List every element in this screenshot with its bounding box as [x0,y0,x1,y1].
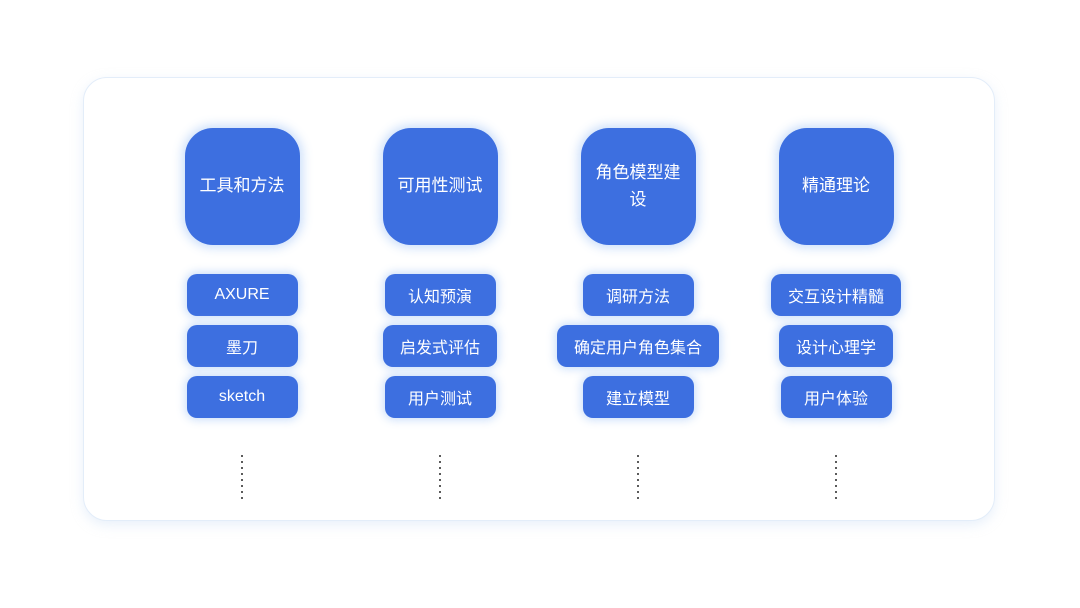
item-box-axure: AXURE [186,274,298,316]
dotted-continuation-line [835,455,837,500]
column-usability-testing: 可用性测试 认知预演 启发式评估 用户测试 [341,78,539,500]
column-tools-and-methods: 工具和方法 AXURE 墨刀 sketch [143,78,341,500]
category-box-persona-modeling: 角色模型建设 [580,128,696,245]
category-label: 可用性测试 [397,176,483,196]
category-label: 精通理论 [802,176,870,196]
dotted-continuation-line [241,455,243,500]
category-label: 角色模型建设 [595,163,681,209]
item-box-design-psychology: 设计心理学 [778,325,893,367]
column-persona-modeling: 角色模型建设 调研方法 确定用户角色集合 建立模型 [539,78,737,500]
item-box-build-model: 建立模型 [582,376,694,418]
mindmap-card: 工具和方法 AXURE 墨刀 sketch 可用性测试 认知预演 启发式评估 用… [83,77,995,521]
item-box-sketch: sketch [186,376,298,418]
category-label: 工具和方法 [199,176,285,196]
category-box-tools-and-methods: 工具和方法 [184,128,300,245]
item-box-define-persona-set: 确定用户角色集合 [556,325,719,367]
item-box-cognitive-walkthrough: 认知预演 [384,274,496,316]
item-box-modao: 墨刀 [186,325,298,367]
category-box-usability-testing: 可用性测试 [382,128,498,245]
item-box-heuristic-evaluation: 启发式评估 [382,325,497,367]
dotted-continuation-line [637,455,639,500]
dotted-continuation-line [439,455,441,500]
column-master-theory: 精通理论 交互设计精髓 设计心理学 用户体验 [737,78,935,500]
item-box-essence-of-interaction-design: 交互设计精髓 [770,274,901,316]
category-box-master-theory: 精通理论 [778,128,894,245]
item-box-user-testing: 用户测试 [384,376,496,418]
item-box-user-experience: 用户体验 [780,376,892,418]
item-box-research-methods: 调研方法 [582,274,694,316]
